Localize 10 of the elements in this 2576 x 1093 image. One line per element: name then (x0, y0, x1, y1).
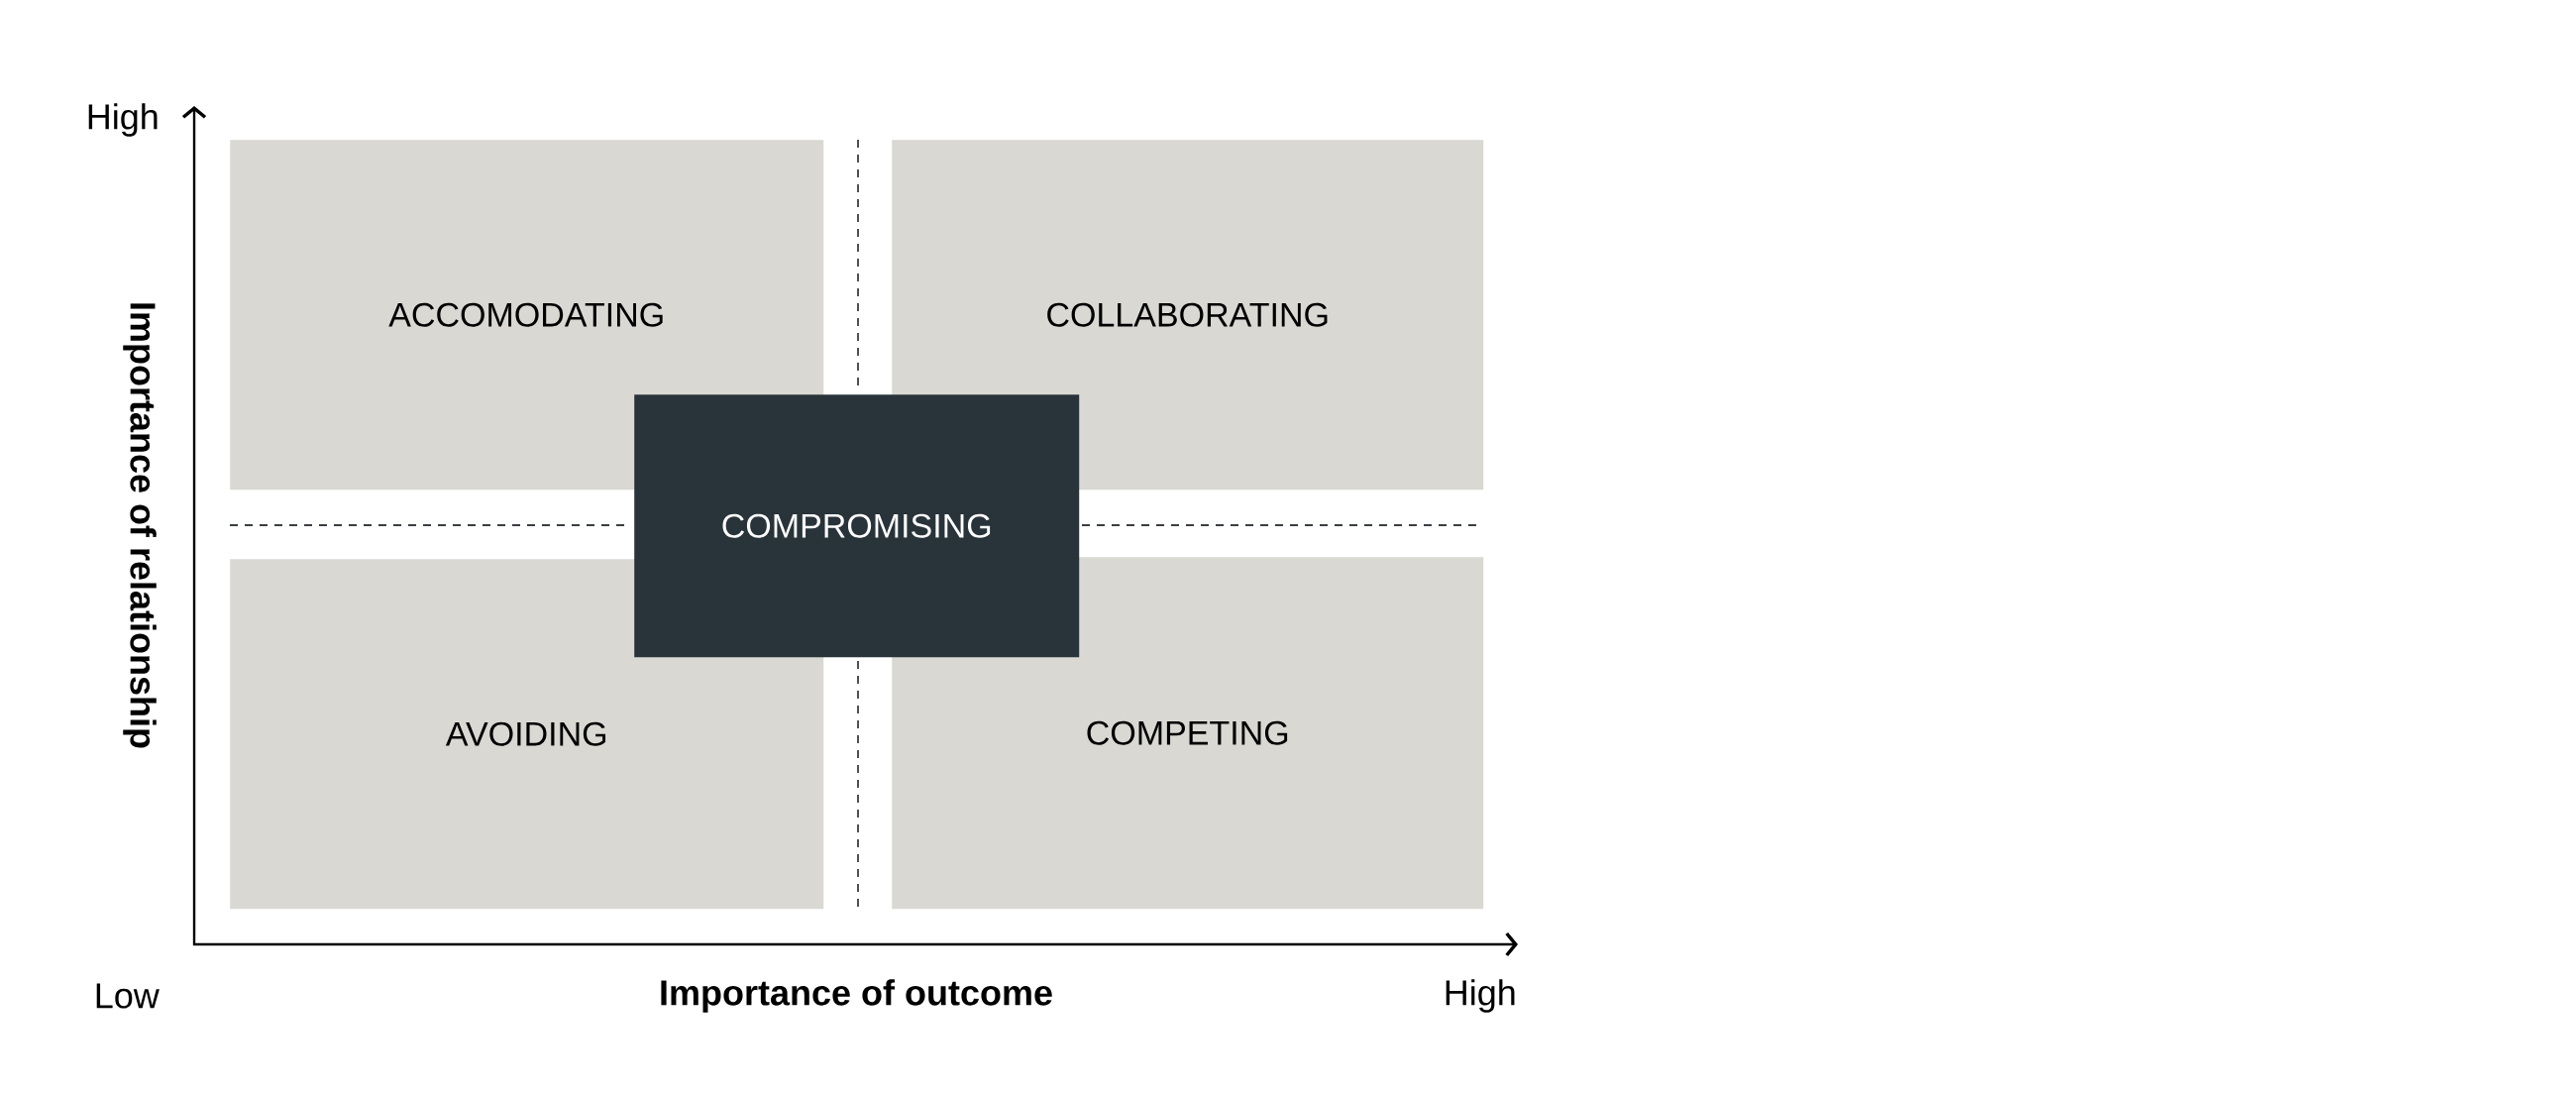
axis-end-label: Low (96, 983, 160, 1009)
axis-end-label: High (88, 103, 158, 137)
axis-title: Importance of relationship (123, 303, 157, 748)
axis-title: Importance of outcome (661, 979, 1052, 1013)
center-box: COMPROMISING (634, 394, 1080, 658)
axis-end-label: High (1446, 979, 1515, 1013)
quadrant-box: COLLABORATING (892, 140, 1484, 491)
quadrant-box: COMPETING (892, 557, 1484, 910)
quadrant-box: AVOIDING (230, 559, 824, 910)
quadrant-box: ACCOMODATING (230, 140, 824, 491)
